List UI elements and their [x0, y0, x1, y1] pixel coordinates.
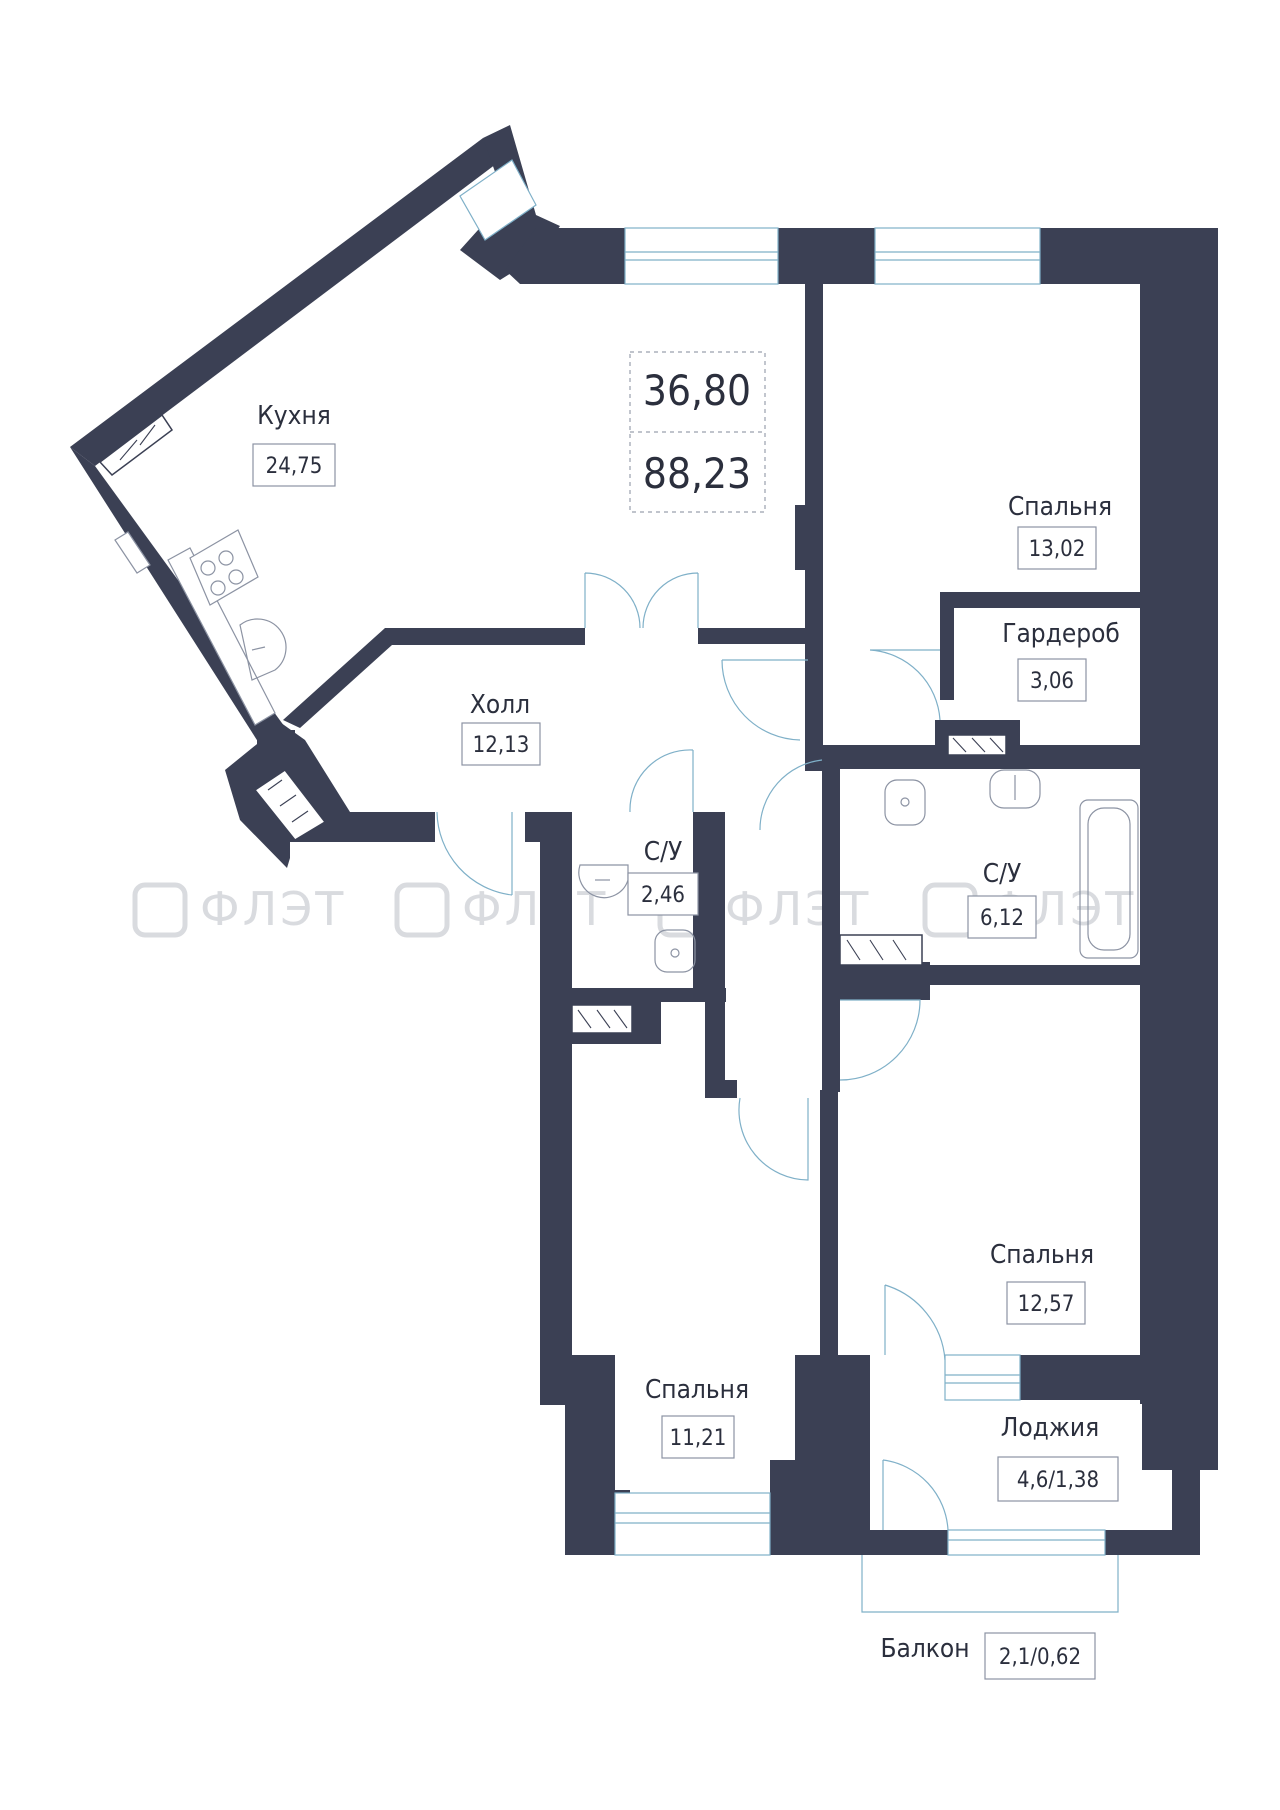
room-hall: Холл 12,13	[461, 690, 541, 766]
room-balcony: Балкон 2,1/0,62	[880, 1632, 1096, 1680]
room-name: Балкон	[880, 1634, 969, 1664]
room-bedroom-bottom: Спальня 11,21	[645, 1375, 749, 1459]
room-name: Спальня	[645, 1375, 749, 1405]
room-name: Лоджия	[1001, 1413, 1099, 1443]
room-area: 2,1/0,62	[999, 1645, 1081, 1670]
room-kitchen: Кухня 24,75	[252, 401, 336, 487]
doors	[436, 572, 949, 1531]
room-area: 12,57	[1018, 1292, 1075, 1317]
total-area-value: 88,23	[643, 449, 751, 498]
room-bathroom-small: С/У 2,46	[627, 837, 699, 916]
room-area: 4,6/1,38	[1017, 1468, 1099, 1493]
watermark-text-3: ФЛЭТ	[725, 882, 871, 936]
room-area: 3,06	[1030, 669, 1074, 694]
fixtures	[98, 413, 1139, 1034]
stove-icon	[189, 529, 259, 606]
room-name: С/У	[983, 859, 1021, 889]
sink-icon	[239, 618, 287, 681]
room-name: Холл	[470, 690, 530, 720]
room-area: 6,12	[980, 906, 1024, 931]
bathtub-icon	[1079, 799, 1139, 959]
room-wardrobe: Гардероб 3,06	[1002, 619, 1120, 702]
room-name: Гардероб	[1002, 619, 1120, 649]
room-bedroom-right: Спальня 12,57	[990, 1240, 1094, 1325]
room-name: Кухня	[257, 401, 331, 431]
windows	[459, 159, 1119, 1613]
room-area: 12,13	[473, 733, 530, 758]
room-area: 11,21	[670, 1426, 727, 1451]
watermark-text-1: ФЛЭТ	[200, 882, 346, 936]
room-area: 2,46	[641, 883, 685, 908]
living-area-value: 36,80	[643, 366, 751, 415]
room-name: Спальня	[990, 1240, 1094, 1270]
washbasin-icon	[884, 779, 926, 826]
room-bedroom-top: Спальня 13,02	[1008, 492, 1112, 570]
room-loggia: Лоджия 4,6/1,38	[997, 1413, 1119, 1502]
toilet-icon	[578, 864, 629, 899]
watermark-text-2: ФЛЭТ	[462, 882, 608, 936]
room-area: 24,75	[266, 454, 323, 479]
area-summary: 36,80 88,23	[629, 351, 766, 513]
room-area: 13,02	[1029, 537, 1086, 562]
toilet-icon	[989, 769, 1041, 809]
room-name: С/У	[644, 837, 682, 867]
washbasin-icon	[654, 929, 696, 973]
room-name: Спальня	[1008, 492, 1112, 522]
room-bathroom-large: С/У 6,12	[967, 859, 1037, 939]
